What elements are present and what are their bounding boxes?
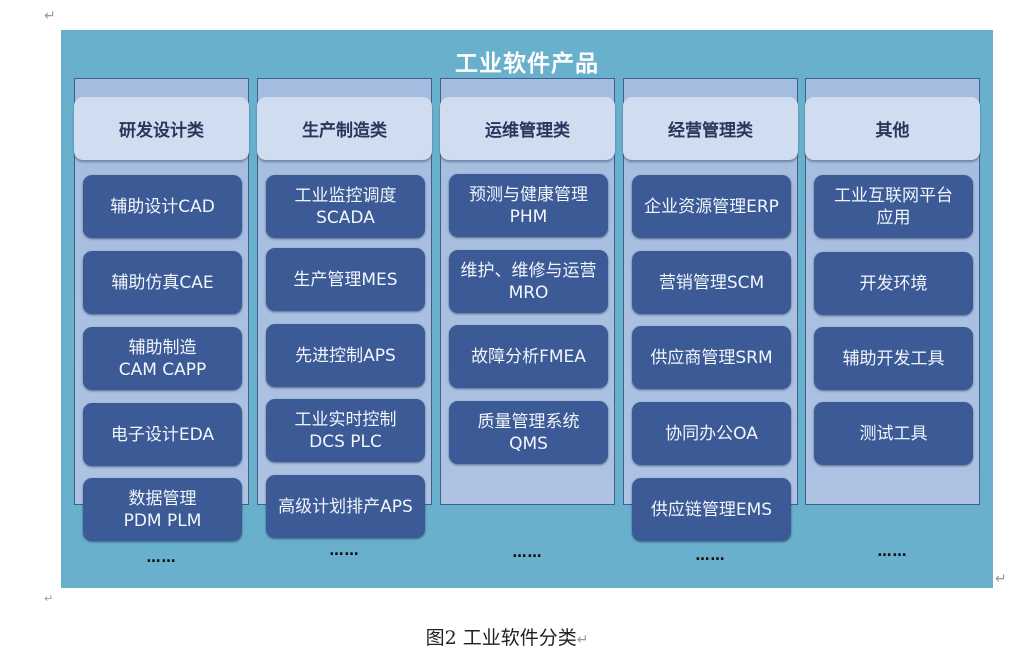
item-label: 供应链管理EMS <box>650 499 773 520</box>
item-label-line2: MRO <box>508 282 549 303</box>
item-label: 企业资源管理ERP <box>644 196 779 217</box>
item-label: 协同办公OA <box>665 423 758 444</box>
software-item: 电子设计EDA <box>83 403 242 466</box>
software-item: 生产管理MES <box>266 248 425 311</box>
more-ellipsis: …… <box>329 543 360 559</box>
item-label: 质量管理系统 <box>477 411 580 432</box>
item-label-line2: 应用 <box>876 207 911 228</box>
category-header: 经营管理类 <box>623 97 798 160</box>
diagram-title: 工业软件产品 <box>455 51 599 77</box>
software-item: 企业资源管理ERP <box>632 175 791 238</box>
item-label: 辅助制造 <box>128 337 197 358</box>
item-label-line2: PDM PLM <box>123 510 202 531</box>
software-item: 测试工具 <box>814 402 973 465</box>
software-item: 故障分析FMEA <box>449 325 608 388</box>
software-item: 辅助开发工具 <box>814 327 973 390</box>
category-header: 运维管理类 <box>440 97 615 160</box>
software-item: 供应商管理SRM <box>632 326 791 389</box>
item-label-line2: CAM CAPP <box>118 359 207 380</box>
item-label: 故障分析FMEA <box>471 346 586 367</box>
item-label: 辅助设计CAD <box>110 196 215 217</box>
item-label-line2: SCADA <box>316 207 375 228</box>
item-label: 高级计划排产APS <box>278 496 413 517</box>
category-header: 研发设计类 <box>74 97 249 160</box>
item-label: 营销管理SCM <box>658 272 765 293</box>
software-item: 高级计划排产APS <box>266 475 425 538</box>
item-label-line2: DCS PLC <box>309 431 382 452</box>
item-label: 电子设计EDA <box>110 424 215 445</box>
item-label: 测试工具 <box>859 423 928 444</box>
paragraph-mark-icon: ↵ <box>995 571 1007 587</box>
item-label-line2: PHM <box>509 206 548 227</box>
more-ellipsis: …… <box>877 544 908 560</box>
more-ellipsis: …… <box>512 545 543 561</box>
item-label: 生产管理MES <box>293 269 398 290</box>
item-label: 辅助仿真CAE <box>111 272 214 293</box>
figure-caption: 图2 工业软件分类↵ <box>0 623 1014 650</box>
category-header: 其他 <box>805 97 980 160</box>
software-item: 协同办公OA <box>632 402 791 465</box>
item-label: 辅助开发工具 <box>842 348 945 369</box>
software-item: 辅助设计CAD <box>83 175 242 238</box>
item-label: 工业互联网平台 <box>834 185 953 206</box>
category-header: 生产制造类 <box>257 97 432 160</box>
item-label: 维护、维修与运营 <box>460 260 597 281</box>
software-item: 工业互联网平台应用 <box>814 175 973 238</box>
item-label: 先进控制APS <box>295 345 396 366</box>
software-item: 先进控制APS <box>266 324 425 387</box>
item-label: 预测与健康管理 <box>469 184 588 205</box>
paragraph-mark-icon: ↵ <box>44 592 54 605</box>
paragraph-mark-icon: ↵ <box>44 8 56 24</box>
item-label: 数据管理 <box>128 488 197 509</box>
software-item: 辅助仿真CAE <box>83 251 242 314</box>
caption-text: 图2 工业软件分类 <box>425 627 577 649</box>
more-ellipsis: …… <box>695 548 726 564</box>
item-label: 开发环境 <box>859 273 928 294</box>
item-label-line2: QMS <box>509 433 548 454</box>
software-item: 开发环境 <box>814 252 973 315</box>
item-label: 工业实时控制 <box>294 409 397 430</box>
paragraph-mark-icon: ↵ <box>576 632 589 648</box>
item-label: 供应商管理SRM <box>650 347 773 368</box>
more-ellipsis: …… <box>146 550 177 566</box>
software-item: 营销管理SCM <box>632 251 791 314</box>
software-item: 供应链管理EMS <box>632 478 791 541</box>
item-label: 工业监控调度 <box>294 185 397 206</box>
